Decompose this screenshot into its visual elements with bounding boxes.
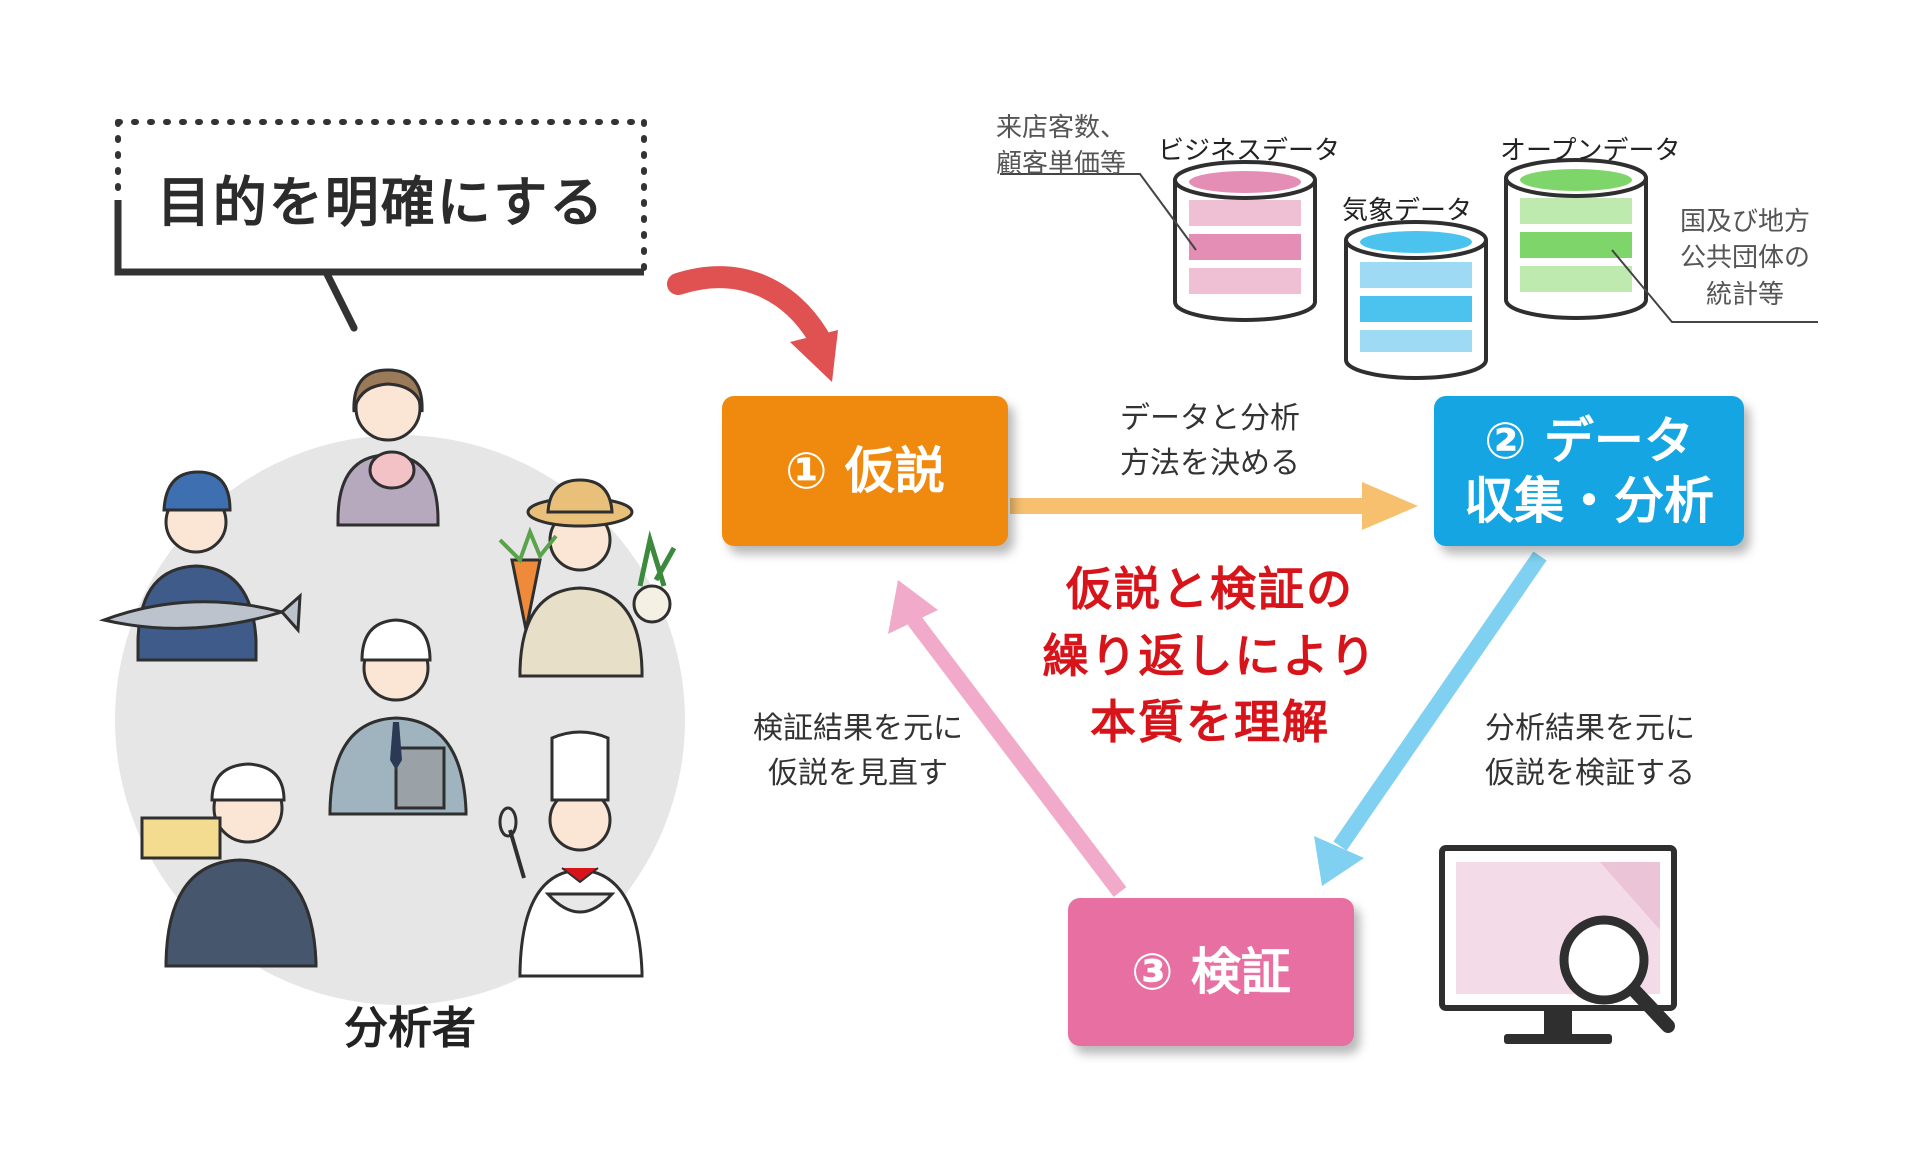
note-left: 検証結果を元に 仮説を見直す	[708, 706, 1008, 796]
office-worker-icon	[328, 618, 468, 816]
note-right-line1: 分析結果を元に	[1485, 711, 1695, 746]
db-open-note-line3: 統計等	[1705, 279, 1784, 310]
cycle-summary-line1: 仮説と検証の	[1066, 562, 1354, 616]
step-hypothesis-box: ① 仮説	[722, 396, 1008, 546]
db-business-label: ビジネスデータ	[1158, 136, 1341, 166]
database-icon	[1173, 158, 1648, 380]
flow-arrows	[888, 482, 1547, 897]
analyst-label: 分析者	[344, 1003, 476, 1054]
note-top-line2: 方法を決める	[1120, 446, 1300, 481]
db-open-note-line2: 公共団体の	[1679, 243, 1810, 274]
woman-with-animal-icon	[336, 368, 440, 527]
db-open-label: オープンデータ	[1500, 136, 1681, 166]
red-curved-arrow	[667, 266, 838, 382]
step-data-label-line2: 収集・分析	[1464, 472, 1714, 530]
db-open-note-line1: 国及び地方	[1679, 207, 1810, 237]
leader-lines	[1000, 173, 1818, 323]
fisherman-icon	[98, 470, 302, 662]
farmer-icon	[498, 478, 677, 678]
db-business-note-line1: 来店客数、	[995, 113, 1126, 143]
note-left-line1: 検証結果を元に	[753, 711, 963, 746]
note-top: データと分析 方法を決める	[1060, 396, 1360, 486]
note-top-line1: データと分析	[1120, 401, 1300, 436]
db-weather-label: 気象データ	[1342, 196, 1473, 226]
chef-icon	[498, 730, 644, 978]
cycle-summary: 仮説と検証の 繰り返しにより 本質を理解	[1010, 556, 1410, 756]
goal-bubble-text: 目的を明確にする	[156, 170, 606, 234]
cycle-summary-line2: 繰り返しにより	[1042, 628, 1378, 683]
step-hypothesis-label: ① 仮説	[785, 442, 945, 500]
step-verify-label: ③ 検証	[1131, 943, 1291, 1001]
note-right: 分析結果を元に 仮説を検証する	[1440, 706, 1740, 796]
step-data-box: ② データ 収集・分析	[1434, 396, 1744, 546]
delivery-worker-icon	[140, 762, 318, 968]
speech-bubble	[114, 119, 647, 332]
db-business-note-line2: 顧客単価等	[995, 149, 1126, 180]
note-left-line2: 仮説を見直す	[768, 756, 948, 791]
step-verify-box: ③ 検証	[1068, 898, 1354, 1046]
db-open-note: 国及び地方 公共団体の 統計等	[1670, 204, 1820, 313]
step-data-label-line1: ② データ	[1484, 412, 1694, 470]
cycle-summary-line3: 本質を理解	[1090, 695, 1330, 750]
monitor-magnifier-icon	[1439, 845, 1677, 1044]
note-right-line2: 仮説を検証する	[1485, 756, 1695, 791]
db-business-note: 来店客数、 顧客単価等	[986, 110, 1136, 183]
